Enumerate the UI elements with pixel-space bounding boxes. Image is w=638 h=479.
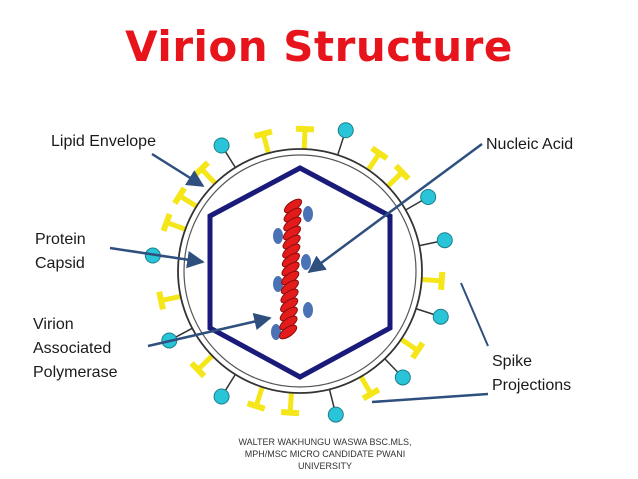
spike-stem-yellow — [199, 167, 218, 186]
virion-polymerase — [271, 206, 313, 340]
spike-stem — [414, 307, 436, 316]
spike-knob-cyan — [436, 232, 453, 249]
label-polymerase: Virion Associated Polymerase — [33, 313, 117, 385]
arrow-nucleic-acid — [307, 142, 483, 274]
page-title: Virion Structure — [125, 22, 513, 71]
arrow-protein-capsid — [109, 246, 205, 269]
spike-knob-cyan — [394, 369, 411, 386]
label-protein-capsid-line2: Capsid — [35, 255, 85, 272]
label-polymerase-line2: Associated — [33, 340, 112, 357]
label-polymerase-line1: Virion — [33, 316, 74, 333]
spike-stem-yellow — [301, 128, 308, 151]
spike-stem — [224, 150, 237, 169]
spike-cap-yellow — [160, 212, 173, 232]
spike-stem — [383, 357, 400, 374]
label-protein-capsid-line1: Protein — [35, 231, 86, 248]
spike-stem — [336, 135, 345, 157]
spike-stem — [418, 240, 440, 247]
spike-stem-yellow — [253, 385, 265, 407]
arrow-spike-lower — [371, 392, 489, 404]
label-spike-projections: Spike Projections — [492, 350, 571, 398]
arrow-polymerase — [147, 312, 272, 348]
spike-stem — [224, 373, 237, 392]
spike-cap-yellow — [189, 361, 207, 379]
label-spike-line1: Spike — [492, 353, 533, 370]
spike-cap-yellow — [393, 163, 411, 181]
spike-stem-yellow — [165, 220, 188, 232]
spike-stem-yellow — [385, 170, 404, 189]
spike-stem-yellow — [398, 336, 420, 353]
spike-stem-yellow — [365, 151, 382, 173]
spike-stem — [174, 327, 194, 339]
helix-turn — [279, 324, 298, 340]
spike-cap-yellow — [361, 386, 381, 402]
credit-line3: UNIVERSITY — [297, 461, 352, 471]
spike-knob-cyan — [213, 388, 230, 405]
spike-cap-yellow — [253, 128, 273, 140]
spike-stem — [328, 388, 336, 409]
spike-stem — [404, 199, 424, 212]
nucleic-acid-helix — [279, 198, 303, 340]
label-nucleic-acid: Nucleic Acid — [486, 136, 574, 153]
spike-cap-yellow — [370, 145, 389, 161]
spike-stem-yellow — [358, 374, 374, 396]
spike-cap-yellow — [172, 186, 187, 205]
spike-cap-yellow — [280, 409, 300, 417]
credit-line2: MPH/MSC MICRO CANDIDATE PWANI — [244, 449, 406, 459]
spike-knob-cyan — [337, 122, 354, 139]
spike-stem-yellow — [178, 193, 199, 209]
label-protein-capsid: Protein Capsid — [35, 228, 86, 276]
spike-knob-cyan — [432, 308, 449, 325]
credit-line1: WALTER WAKHUNGU WASWA BSC.MLS, — [238, 437, 412, 447]
arrow-spike-upper — [460, 282, 489, 347]
author-credit: WALTER WAKHUNGU WASWA BSC.MLS, MPH/MSC M… — [210, 436, 440, 472]
spike-stem-yellow — [420, 276, 442, 284]
label-lipid-envelope: Lipid Envelope — [51, 133, 156, 150]
spike-stem-yellow — [160, 293, 183, 303]
spike-cap-yellow — [438, 271, 446, 291]
spike-cap-yellow — [295, 125, 315, 133]
spike-knob-cyan — [327, 406, 344, 423]
spike-knob-cyan — [213, 137, 230, 154]
spike-cap-yellow — [410, 341, 426, 360]
spike-stem-yellow — [287, 391, 295, 413]
spike-knob-cyan — [420, 189, 437, 205]
label-spike-line2: Projections — [492, 377, 572, 394]
spike-stem-yellow — [196, 353, 215, 372]
spike-cap-yellow — [246, 400, 266, 412]
arrow-lipid-envelope — [151, 152, 205, 188]
spike-cap-yellow — [156, 291, 166, 310]
spike-stem-yellow — [260, 133, 272, 155]
lipid-envelope-inner — [183, 154, 417, 388]
spike-projections — [144, 122, 453, 423]
label-polymerase-line3: Polymerase — [33, 364, 118, 381]
